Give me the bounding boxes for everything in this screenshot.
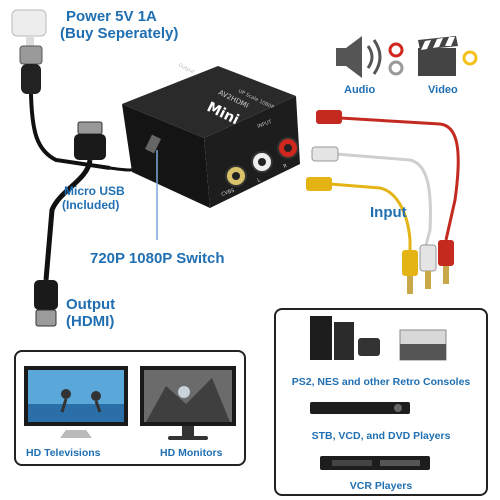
input-label: Input <box>370 204 407 221</box>
device-input-port: INPUT <box>257 119 274 130</box>
power-note: (Buy Seperately) <box>60 25 179 42</box>
dvd-player-icon <box>310 402 410 414</box>
hd-monitors-caption: HD Monitors <box>160 447 223 459</box>
clapperboard-icon <box>418 36 458 76</box>
output-note: (HDMI) <box>66 313 115 330</box>
video-label: Video <box>428 84 458 96</box>
port-label-r: R <box>283 163 289 170</box>
power-label: Power 5V 1A <box>66 8 157 25</box>
monitor-icon <box>140 366 236 440</box>
resolution-switch <box>144 134 162 154</box>
device-output-port: Output <box>177 62 195 75</box>
micro-usb-label: Micro USB <box>64 184 125 198</box>
port-label-cvbs: CVBS <box>221 188 236 198</box>
micro-usb-note: (Included) <box>62 198 120 212</box>
video-rca-dot-icon <box>462 50 478 66</box>
vcr-icon <box>320 456 430 470</box>
hd-televisions-caption: HD Televisions <box>26 447 101 459</box>
usb-power-cable <box>11 9 111 170</box>
rca-cables <box>306 110 460 294</box>
output-label: Output <box>66 296 116 313</box>
output-devices-panel: HD Televisions HD Monitors <box>14 350 246 466</box>
audio-rca-dots-icon <box>388 42 404 76</box>
speaker-icon <box>336 36 382 78</box>
switch-label: 720P 1080P Switch <box>90 250 225 267</box>
retro-consoles-caption: PS2, NES and other Retro Consoles <box>291 376 471 388</box>
port-label-l: L <box>257 177 262 184</box>
dvd-players-caption: STB, VCD, and DVD Players <box>311 430 451 442</box>
hdmi-cable <box>34 121 106 327</box>
vcr-players-caption: VCR Players <box>349 480 413 492</box>
tv-icon <box>24 366 128 438</box>
game-console-icon <box>310 316 447 361</box>
source-devices-panel: PS2, NES and other Retro Consoles STB, V… <box>274 308 488 496</box>
converter-box: Mini AV2HDMI UP Scale 1080P Output INPUT… <box>122 62 300 208</box>
audio-label: Audio <box>344 84 376 96</box>
